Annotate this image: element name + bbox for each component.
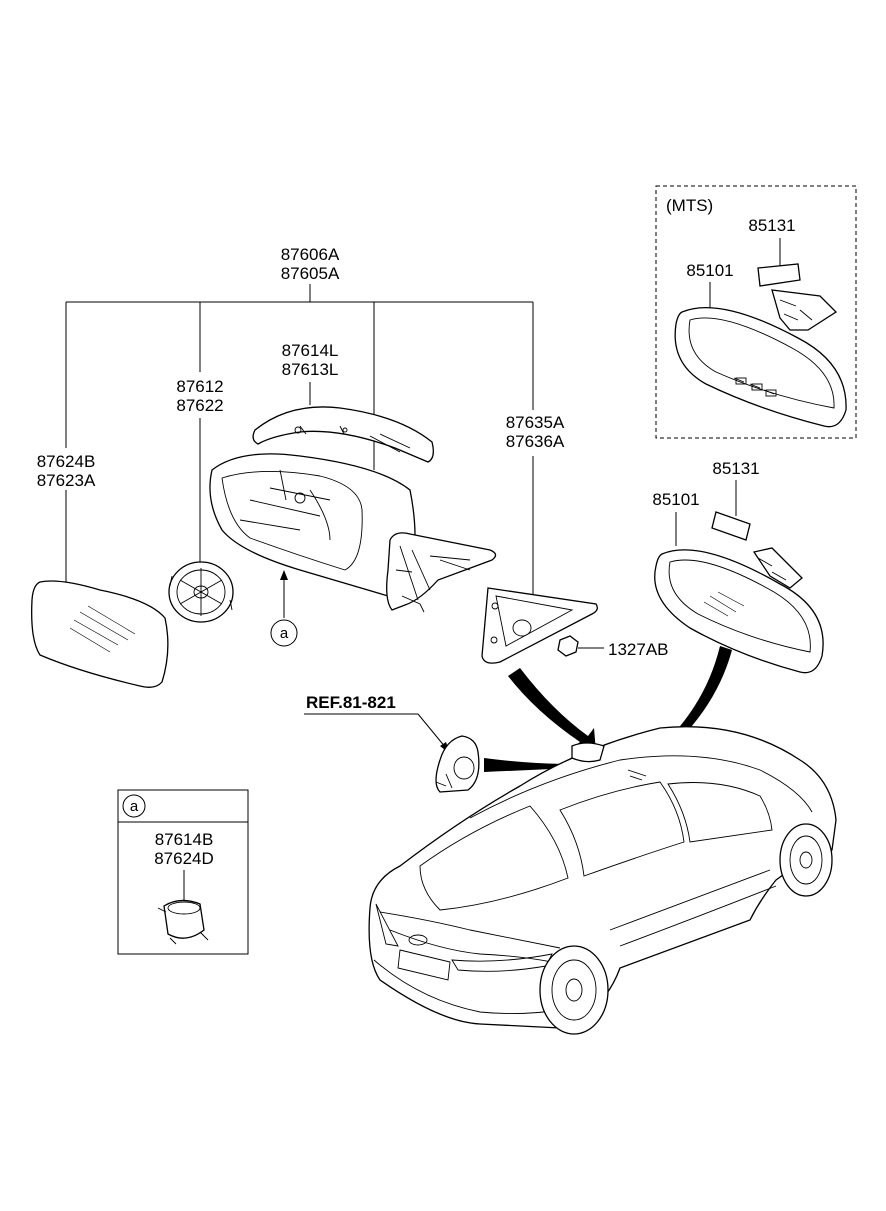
label-85101: 85101 [652,490,699,509]
label-mts-85101: 85101 [686,261,733,280]
label-85131: 85131 [712,459,759,478]
label-87614l: 87614L [282,341,339,360]
mirror-base [386,532,497,613]
mts-box: (MTS) 85131 85101 [655,185,857,439]
ref-part [304,713,480,793]
label-ref: REF.81-821 [306,693,396,712]
label-1327ab: 1327AB [608,640,669,659]
label-87613l: 87613L [282,360,339,379]
mts-title: (MTS) [666,196,713,215]
mirror-housing [209,453,416,597]
label-87605a: 87605A [281,264,340,283]
label-87624d: 87624D [154,849,214,868]
mirror-assy-leaders [65,284,534,594]
label-87606a: 87606A [281,245,340,264]
nut-1327ab [557,635,604,657]
callout-a-letter: a [280,625,289,642]
mirror-cover [252,406,434,463]
label-87636a: 87636A [506,432,565,451]
label-87635a: 87635A [506,413,565,432]
label-87612: 87612 [176,377,223,396]
mirror-actuator [168,561,234,623]
car-illustration [368,726,837,1035]
callout-a: a [270,570,298,647]
label-87624b: 87624B [37,452,96,471]
mirror-glass [31,580,169,688]
detail-a-box: a 87614B 87624D [117,789,249,955]
triangle-cover [481,587,598,664]
label-mts-85131: 85131 [748,216,795,235]
label-87614b: 87614B [155,830,214,849]
inside-mirror: 85131 85101 [652,459,824,674]
label-87623a: 87623A [37,471,96,490]
part-labels: 87606A 87605A 87614L 87613L 87612 87622 … [37,245,669,712]
label-87622: 87622 [176,396,223,415]
detail-a-letter: a [130,798,139,815]
